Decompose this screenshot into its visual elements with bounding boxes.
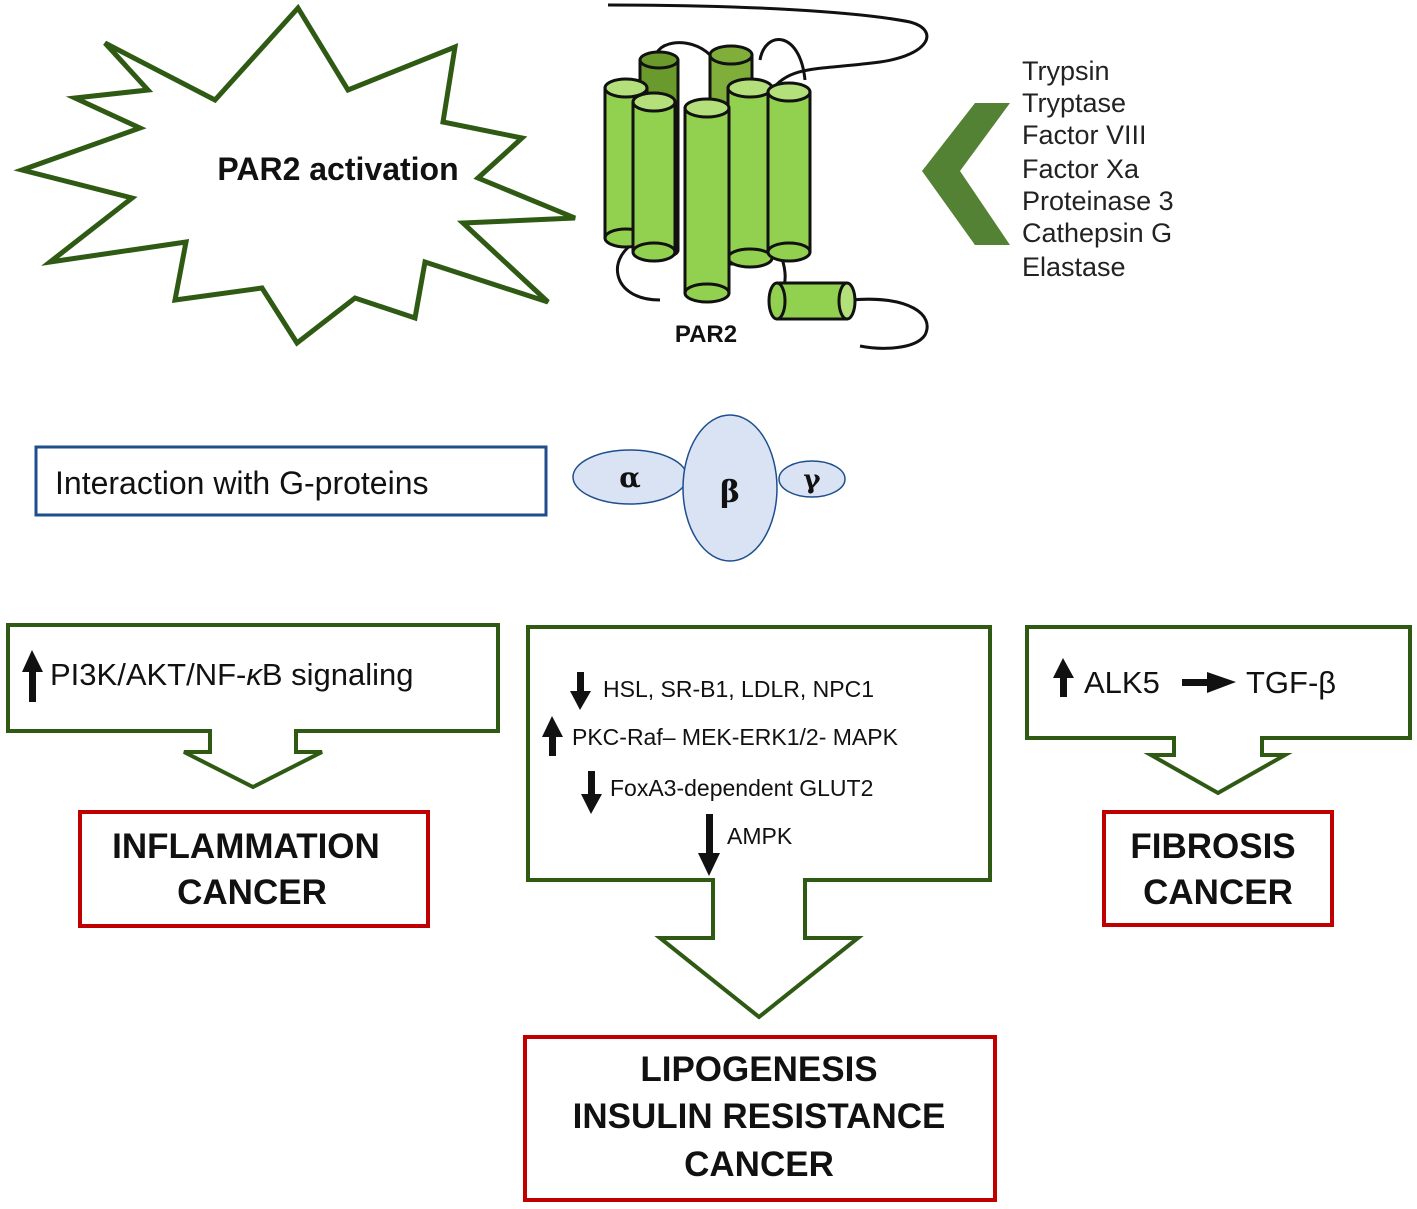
activation-label: PAR2 activation — [217, 151, 458, 187]
protease-item: Proteinase 3 — [1022, 186, 1174, 216]
middle-item-4: AMPK — [727, 823, 793, 849]
helix-8 — [767, 281, 857, 321]
activation-starburst: PAR2 activation — [13, 3, 576, 347]
extracellular-loop-2 — [758, 38, 807, 81]
up-arrow-icon — [542, 716, 563, 756]
protease-item: Factor VIII — [1022, 120, 1147, 150]
right-signal-callout — [1025, 625, 1412, 796]
protease-list: Trypsin Tryptase Factor VIII Factor Xa P… — [1022, 56, 1174, 282]
down-arrow-icon — [698, 814, 720, 876]
up-arrow-icon — [22, 650, 43, 702]
activation-chevron-icon — [922, 103, 1010, 245]
left-outcome-line1: INFLAMMATION — [112, 827, 380, 866]
right-arrow-icon — [1182, 672, 1236, 693]
middle-signal-callout — [526, 625, 992, 1020]
c-terminal-tail — [849, 297, 929, 350]
helix-4 — [766, 81, 812, 263]
down-arrow-icon — [581, 771, 602, 814]
protease-item: Cathepsin G — [1022, 218, 1172, 248]
gprotein-box — [34, 445, 548, 517]
receptor-label: PAR2 — [675, 321, 737, 348]
alpha-label: α — [619, 461, 641, 494]
middle-outcome-line2: INSULIN RESISTANCE — [573, 1097, 946, 1136]
helix-3 — [726, 77, 774, 269]
lipogenesis-outcome-box — [523, 1035, 997, 1202]
middle-item-2: PKC-Raf– MEK-ERK1/2- MAPK — [572, 724, 899, 750]
left-outcome-line2: CANCER — [177, 873, 327, 912]
right-signal-from: ALK5 — [1084, 665, 1160, 700]
protease-item: Factor Xa — [1022, 154, 1140, 184]
inflammation-outcome-box — [78, 810, 430, 928]
gprotein-complex — [572, 414, 846, 562]
middle-item-3: FoxA3-dependent GLUT2 — [610, 775, 873, 801]
gprotein-label: Interaction with G-proteins — [55, 465, 429, 501]
right-outcome-line1: FIBROSIS — [1130, 827, 1295, 866]
up-arrow-icon — [1053, 658, 1074, 697]
protease-item: Elastase — [1022, 252, 1126, 282]
right-signal-to: TGF-β — [1246, 665, 1336, 700]
gprotein-beta — [682, 414, 778, 562]
starburst-shape — [13, 3, 576, 347]
middle-item-1: HSL, SR-B1, LDLR, NPC1 — [603, 676, 874, 702]
helix-2 — [631, 91, 677, 263]
gamma-label: γ — [803, 465, 821, 495]
down-arrow-icon — [570, 672, 591, 710]
left-signal-callout — [6, 623, 500, 790]
protease-item: Tryptase — [1022, 88, 1126, 118]
n-terminal-tail — [607, 3, 929, 91]
middle-outcome-line3: CANCER — [684, 1145, 834, 1184]
gprotein-gamma — [778, 460, 846, 498]
fibrosis-outcome-box — [1102, 810, 1334, 927]
protease-item: Trypsin — [1022, 56, 1110, 86]
par2-receptor — [603, 3, 929, 350]
middle-outcome-line1: LIPOGENESIS — [640, 1050, 877, 1089]
helix-5 — [683, 97, 731, 304]
right-outcome-line2: CANCER — [1143, 873, 1293, 912]
beta-label: β — [720, 475, 740, 510]
left-signal-text: PI3K/AKT/NF-κB signaling — [50, 657, 414, 692]
